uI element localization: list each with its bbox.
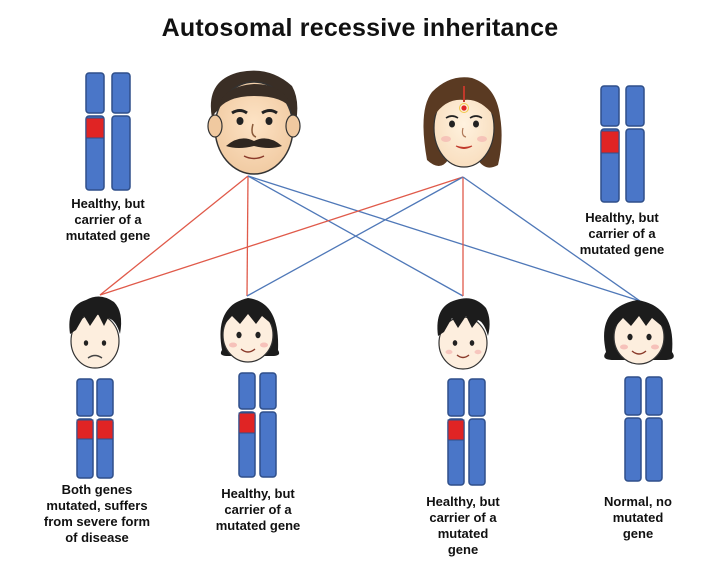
mother-face-icon (423, 77, 502, 168)
chromosome (645, 376, 663, 482)
father-line-child-2 (246, 175, 249, 297)
chromosome (468, 378, 486, 486)
father-line-child-4 (247, 175, 641, 302)
chromosome (447, 378, 465, 486)
mutation-marker (96, 419, 114, 440)
chromosome (111, 72, 131, 191)
diagram-title: Autosomal recessive inheritance (161, 14, 559, 42)
mother-line-child-2 (246, 176, 464, 297)
chromosome (600, 85, 620, 203)
mother-chromosome-pair (600, 85, 645, 203)
mutation-marker (238, 412, 256, 434)
mother-line-child-4 (462, 176, 641, 302)
chromosome (76, 378, 94, 479)
child-4-girl-face-icon (604, 300, 674, 365)
chromosome (238, 372, 256, 478)
mutation-marker (76, 419, 94, 440)
child-1-chromosome-pair (76, 378, 114, 479)
father-chromosome-pair (85, 72, 131, 191)
child-4-chromosome-pair (624, 376, 663, 482)
child-3-label: Healthy, but carrier of a mutated gene (426, 494, 500, 557)
child-1-sad-face-icon (69, 296, 122, 369)
child-3-chromosome-pair (447, 378, 486, 486)
child-2-chromosome-pair (238, 372, 277, 478)
chromosome (96, 378, 114, 479)
inheritance-lines (99, 175, 641, 302)
mutation-marker (85, 117, 105, 139)
child-1-label: Both genes mutated, suffers from severe … (43, 482, 151, 545)
mother-label: Healthy, but carrier of a mutated gene (579, 210, 665, 257)
chromosome (259, 372, 277, 478)
child-4-label: Normal, no mutated gene (604, 494, 672, 541)
chromosome (85, 72, 105, 191)
mother-line-child-1 (99, 176, 464, 296)
father-label: Healthy, but carrier of a mutated gene (65, 196, 151, 243)
mutation-marker (600, 130, 620, 154)
father-face-icon (207, 70, 301, 175)
chromosome (624, 376, 642, 482)
father-line-child-1 (99, 175, 249, 296)
child-2-girl-face-icon (220, 298, 280, 363)
chromosome (625, 85, 645, 203)
child-2-label: Healthy, but carrier of a mutated gene (215, 486, 301, 533)
mutation-marker (447, 419, 465, 441)
child-3-boy-face-icon (437, 298, 490, 370)
